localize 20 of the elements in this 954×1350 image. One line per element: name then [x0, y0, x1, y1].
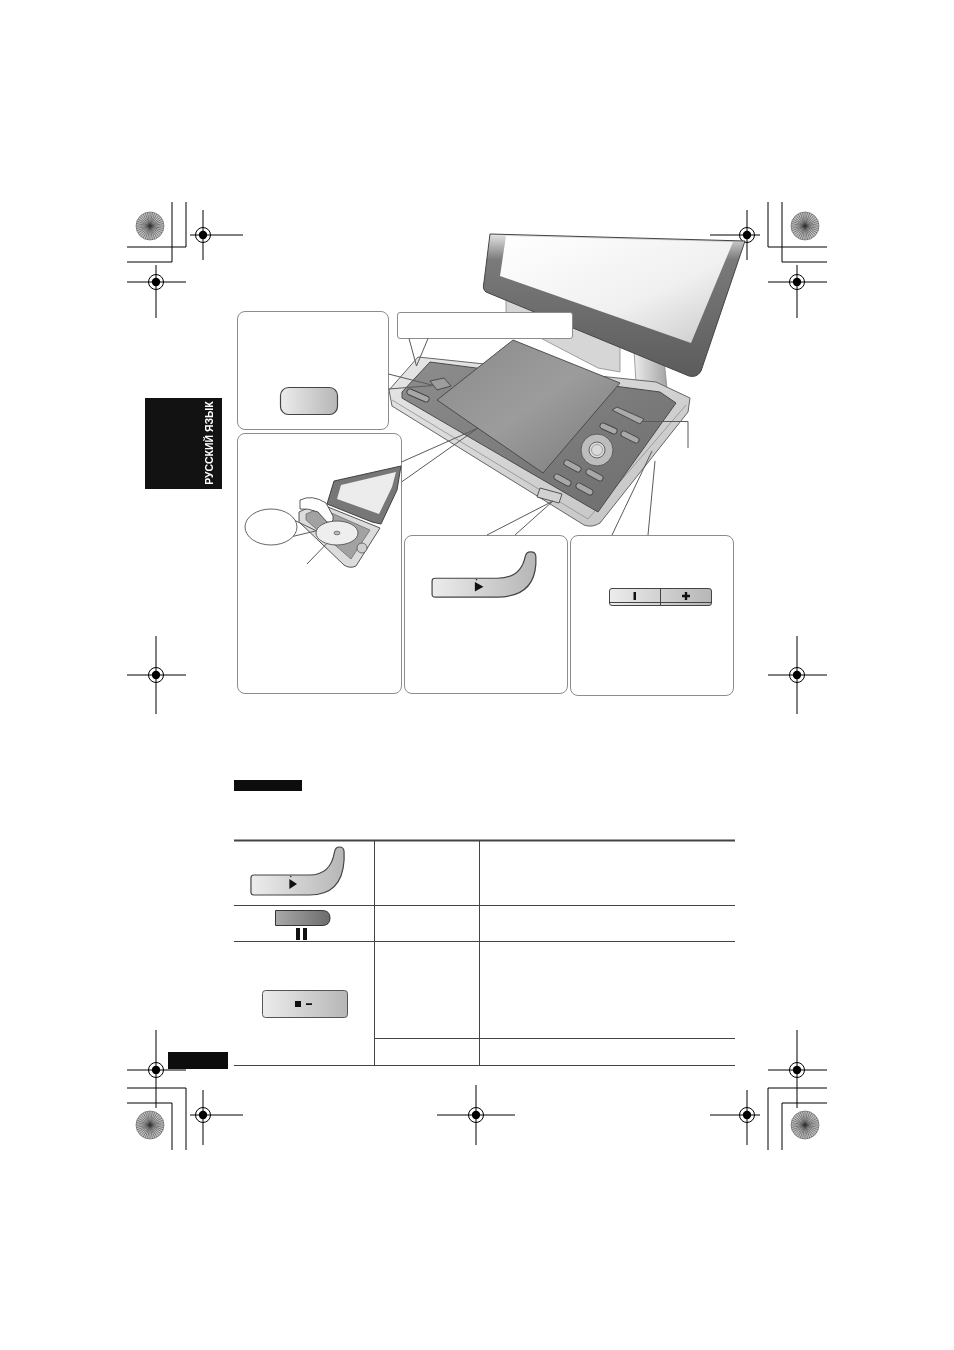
callout-pointer	[611, 450, 656, 536]
callout-bubble	[244, 508, 298, 546]
panel-button	[611, 406, 645, 425]
callout-box	[404, 535, 568, 694]
callout-pointer	[292, 520, 317, 537]
callout-box	[237, 433, 402, 694]
language-label: РУССКИЙ ЯЗЫК	[202, 400, 216, 487]
callout-pointer	[408, 338, 429, 367]
callout-box	[397, 312, 573, 339]
callout-box	[237, 311, 389, 430]
leader-line	[306, 543, 328, 565]
callout-pointer	[388, 373, 434, 390]
callout-pointer	[486, 500, 554, 536]
callout-box	[570, 535, 734, 696]
callout-pointer	[401, 427, 479, 483]
leader-line	[641, 421, 689, 449]
square-button	[429, 377, 452, 391]
disc	[315, 520, 359, 546]
front-button	[536, 487, 563, 504]
lid-panel	[436, 339, 621, 474]
